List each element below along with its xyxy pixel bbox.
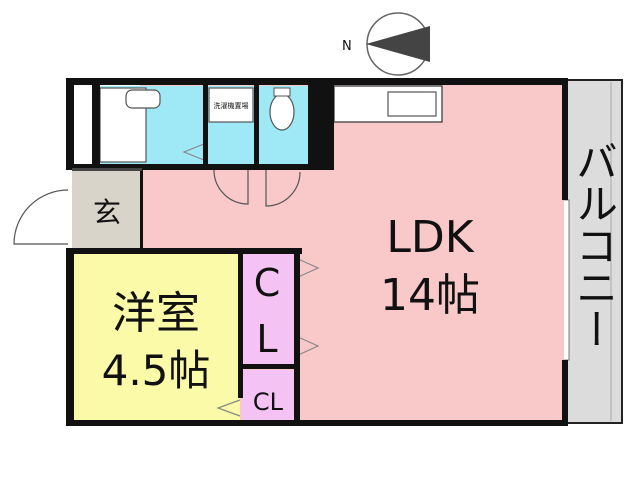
toilet-door-swing bbox=[265, 168, 301, 207]
entrance-right-wall bbox=[140, 170, 143, 250]
closet-small-floor bbox=[242, 370, 294, 420]
closet-small-label: CL bbox=[253, 388, 284, 416]
entrance-step bbox=[72, 168, 142, 171]
toilet bbox=[258, 86, 310, 207]
wall-right bbox=[562, 78, 568, 200]
closet-divider bbox=[238, 364, 300, 369]
kitchen-sink bbox=[387, 91, 437, 117]
washroom: 洗濯機置場 bbox=[207, 86, 255, 205]
western-name: 洋室 bbox=[112, 288, 200, 339]
balcony: バルコニー bbox=[560, 79, 623, 424]
closet-large-floor bbox=[242, 252, 294, 364]
wall-left-lower bbox=[66, 248, 74, 426]
entrance-label: 玄 bbox=[93, 196, 121, 229]
toilet-bowl bbox=[269, 93, 295, 131]
wall-right-lower bbox=[562, 360, 568, 426]
entrance-door-swing bbox=[13, 189, 69, 245]
washroom-label: 洗濯機置場 bbox=[214, 101, 249, 110]
wet-area-left-wall bbox=[92, 84, 100, 168]
balcony-area bbox=[565, 79, 623, 424]
western-room: 洋室 4.5帖 bbox=[72, 249, 240, 420]
western-top-wall bbox=[66, 248, 302, 254]
closet-small-door bbox=[216, 399, 241, 417]
closet-large: C L bbox=[242, 252, 320, 364]
western-size: 4.5帖 bbox=[102, 346, 211, 395]
bath-partition bbox=[203, 84, 208, 168]
bathroom-door bbox=[182, 143, 205, 161]
wet-area-core bbox=[312, 80, 334, 170]
walls bbox=[66, 78, 568, 426]
washer-space bbox=[208, 87, 254, 123]
closet-small: CL bbox=[216, 370, 294, 420]
toilet-partition bbox=[308, 84, 313, 168]
wet-area-bottom-wall bbox=[66, 164, 330, 170]
washroom-door-swing bbox=[213, 168, 249, 205]
toilet-tank bbox=[273, 87, 291, 97]
wall-bottom bbox=[66, 420, 568, 426]
western-floor bbox=[72, 252, 240, 420]
wall-left-upper bbox=[66, 78, 74, 170]
wash-partition bbox=[254, 84, 259, 168]
balcony-label: バルコニー bbox=[570, 140, 619, 350]
closet-large-line1: C bbox=[254, 261, 281, 305]
closet-large-door-upper bbox=[295, 257, 320, 279]
ldk-name: LDK bbox=[386, 212, 474, 263]
compass-label: N bbox=[342, 39, 352, 54]
entrance-floor bbox=[72, 170, 142, 248]
compass-needle bbox=[366, 26, 430, 62]
bathroom bbox=[98, 86, 205, 164]
closet-large-door-lower bbox=[295, 335, 320, 357]
entrance: 玄 bbox=[13, 170, 142, 248]
compass: N bbox=[342, 12, 430, 76]
bath-basin bbox=[125, 89, 161, 109]
closet-right-wall bbox=[294, 248, 300, 426]
closet-large-line2: L bbox=[256, 317, 277, 361]
closet-left-wall bbox=[238, 248, 243, 398]
ldk-size: 14帖 bbox=[380, 270, 480, 321]
